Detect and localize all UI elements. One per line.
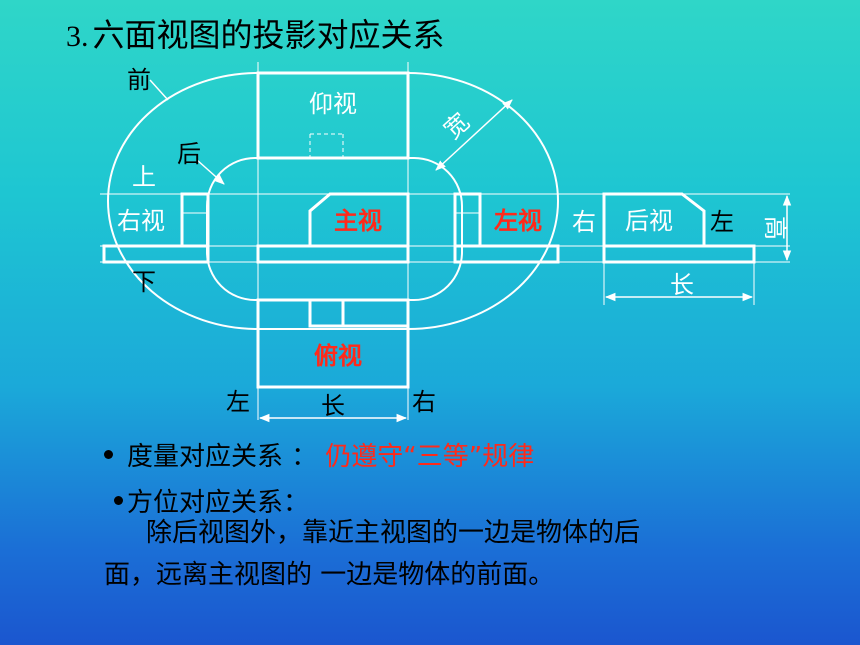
back-leader (196, 159, 225, 185)
orient-line-1: 除后视图外，靠近主视图的一边是物体的后 (146, 518, 641, 548)
front-view-label: 主视 (334, 207, 382, 235)
label-right-of-left: 右 (572, 208, 596, 236)
label-height: 高 (761, 216, 789, 240)
left-view-label: 左视 (494, 207, 542, 235)
back-view-shape (602, 192, 706, 246)
measure-label: 度量对应关系 ： (127, 442, 318, 472)
top-view-box (256, 71, 410, 160)
label-back-dir: 后 (177, 140, 201, 168)
back-view-label: 后视 (625, 207, 673, 235)
title-number: 3. (66, 20, 89, 53)
bullet-dot (104, 450, 113, 459)
right-view-label: 右视 (117, 207, 165, 235)
label-left-of-back: 左 (710, 208, 734, 236)
front-view-shape (308, 192, 410, 246)
top-view-label: 仰视 (309, 90, 357, 118)
label-down: 下 (132, 268, 156, 296)
label-length-back: 长 (670, 271, 694, 299)
label-left-bottom: 左 (226, 388, 250, 416)
label-length-bottom: 长 (321, 392, 345, 420)
orientation-paragraph: 除后视图外，靠近主视图的一边是物体的后 面，远离主视图的 一边是物体的前面。 (104, 512, 640, 596)
width-dimension-line (435, 99, 513, 171)
bottom-view-label: 俯视 (314, 342, 362, 370)
bullet-dot (114, 496, 123, 505)
right-view-base (102, 244, 210, 264)
orient-line-2: 面，远离主视图的 一边是物体的前面。 (104, 560, 555, 590)
title-text: 六面视图的投影对应关系 (92, 16, 445, 54)
left-view-base (453, 244, 560, 264)
measure-value: 仍遵守“三等”规律 (325, 442, 535, 472)
slide-title: 3.六面视图的投影对应关系 (66, 10, 445, 56)
label-front-dir: 前 (127, 66, 151, 94)
bullet-measure: 度量对应关系 ：仍遵守“三等”规律 (104, 436, 534, 473)
front-leader (149, 79, 169, 101)
label-right-bottom: 右 (412, 388, 436, 416)
orient-label: 方位对应关系： (127, 488, 310, 518)
bullet-orientation: 方位对应关系： (114, 482, 309, 519)
label-up: 上 (132, 163, 156, 191)
